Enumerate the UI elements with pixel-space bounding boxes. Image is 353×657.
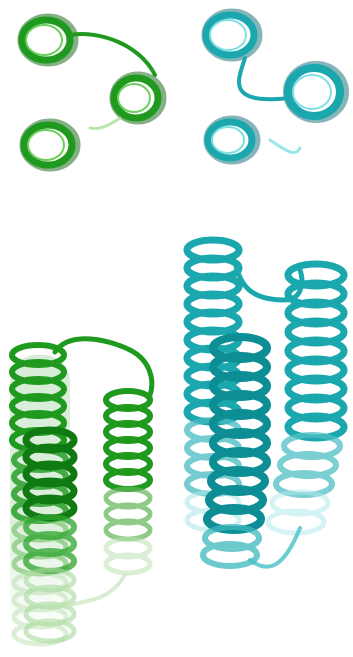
cyan-helix-top-2 <box>288 66 344 118</box>
cyan-loop-top <box>239 58 290 99</box>
green-loop-top <box>70 34 155 75</box>
green-helix-top-2 <box>114 76 162 120</box>
side-view-green-bundle <box>10 339 152 644</box>
side-view-cyan-bundle <box>187 240 344 567</box>
green-helix-top-1 <box>22 18 74 62</box>
green-helix-side-3 <box>106 391 150 573</box>
green-loop-side-bottom <box>70 575 125 605</box>
cyan-helix-top-3 <box>208 120 256 160</box>
cyan-helix-side-3 <box>203 337 267 566</box>
top-view-green-bundle <box>22 18 162 167</box>
green-helix-side-1 <box>10 345 70 644</box>
green-helix-side-2 <box>26 430 74 641</box>
top-view-cyan-bundle <box>206 13 344 160</box>
green-loop-top-2 <box>90 118 120 128</box>
cyan-helix-top-1 <box>206 13 258 57</box>
cyan-helix-side-2 <box>268 264 344 533</box>
cyan-loop-top-2 <box>270 140 300 153</box>
green-helix-top-3 <box>24 123 76 167</box>
